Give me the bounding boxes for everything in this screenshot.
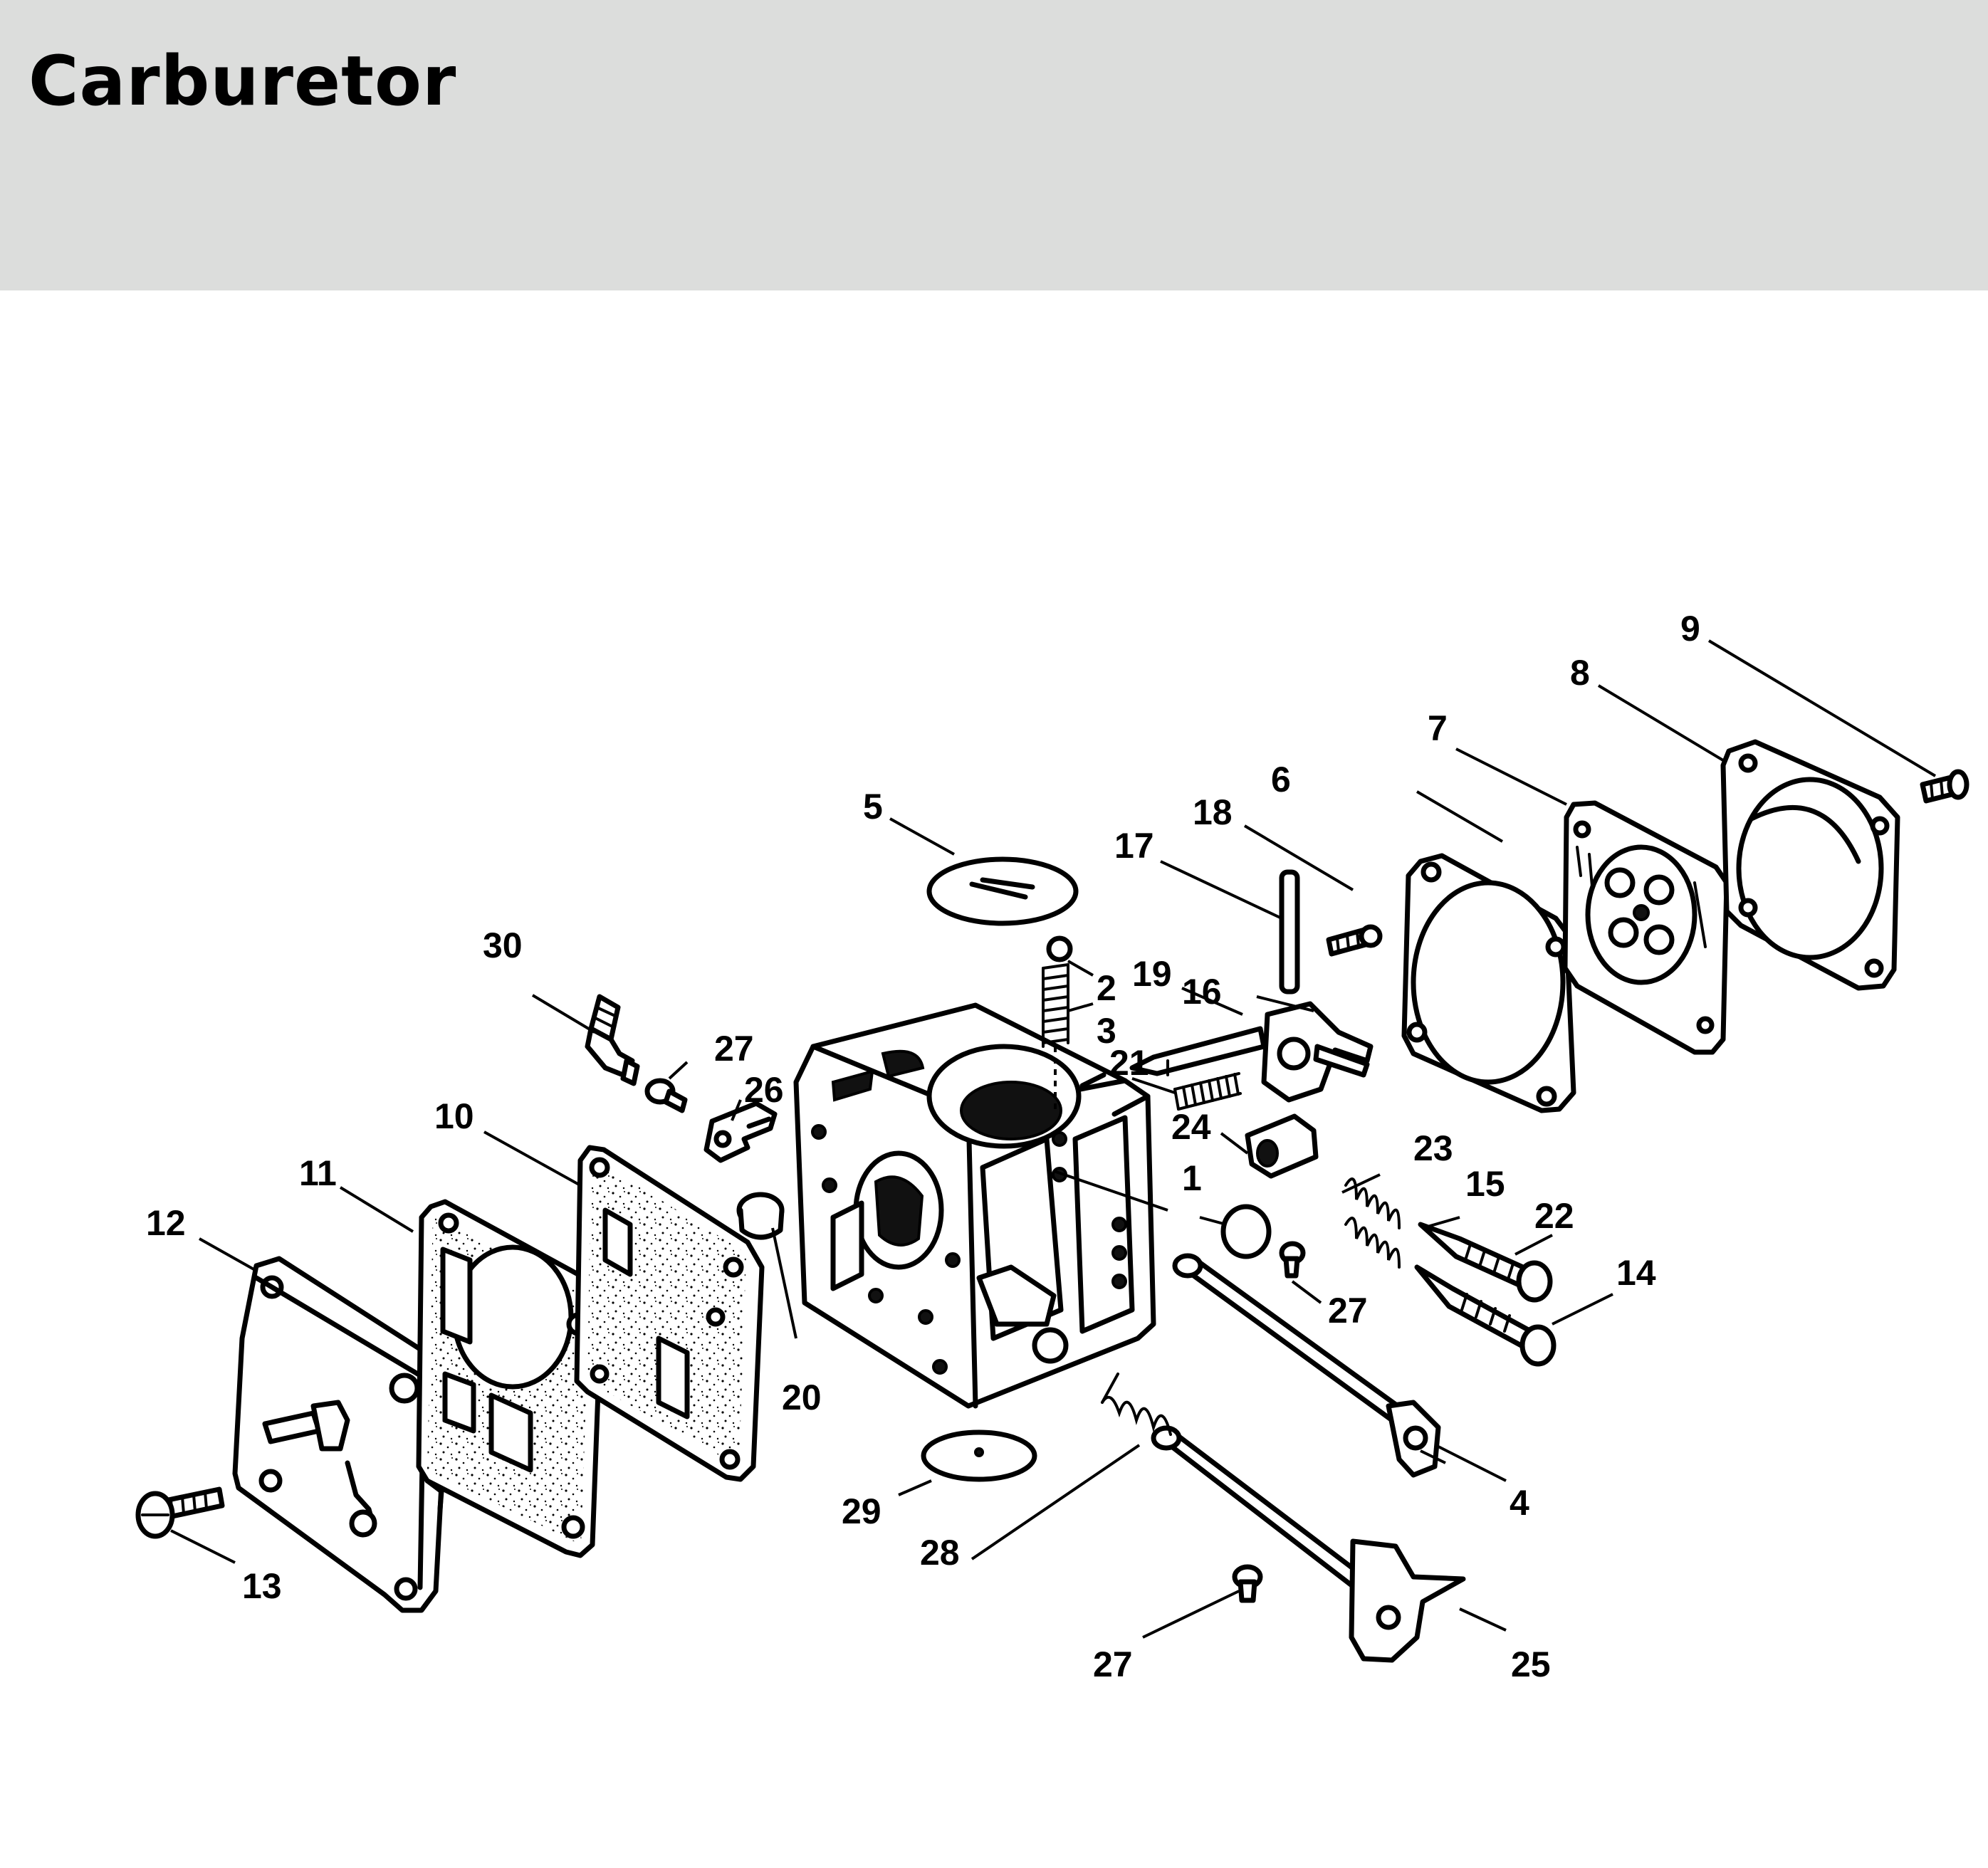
part-3-spring: [1042, 963, 1069, 1111]
callout-17: 17: [1114, 826, 1154, 866]
part-10-diaphragm: [574, 1145, 765, 1482]
part-13-screw: [135, 1486, 225, 1539]
callout-28: 28: [920, 1533, 960, 1573]
callout-5: 5: [863, 787, 883, 827]
part-20-plug: [736, 1192, 785, 1240]
callout-24: 24: [1171, 1107, 1211, 1147]
part-27-screw-lower: [1232, 1564, 1263, 1603]
callout-11: 11: [299, 1153, 337, 1193]
callout-25: 25: [1511, 1644, 1551, 1684]
page-title: Carburetor: [28, 41, 457, 121]
leader-lines: [170, 639, 1937, 1639]
part-7-pump-diaphragm: [1562, 800, 1730, 1055]
part-27-screw-upper: [644, 1078, 688, 1113]
callout-2: 2: [1097, 968, 1116, 1008]
part-19-inlet-needle: [1129, 1026, 1267, 1076]
callout-10: 10: [434, 1096, 474, 1136]
callout-26: 26: [744, 1070, 784, 1110]
callout-21: 21: [1109, 1043, 1149, 1083]
callout-labels: 1 2 3 4 5 6 7 8 9 10 11 12 13 14 15 16 1…: [146, 609, 1700, 1684]
callout-27-middle: 27: [1328, 1291, 1368, 1331]
part-21-spring: [1173, 1072, 1242, 1111]
callout-27-upper: 27: [714, 1029, 754, 1069]
part-27-screw-middle: [1279, 1241, 1306, 1279]
part-2-ball: [1046, 935, 1073, 962]
callout-29: 29: [842, 1491, 881, 1531]
part-16-lever: [1261, 1001, 1374, 1103]
part-9-screw: [1920, 769, 1969, 804]
part-6-gasket: [1401, 853, 1576, 1113]
page-header: Carburetor: [0, 0, 1988, 290]
callout-14: 14: [1616, 1253, 1656, 1293]
part-22-adjusting-screw: [1418, 1222, 1553, 1303]
part-14-adjusting-screw: [1414, 1264, 1557, 1367]
callout-16: 16: [1182, 972, 1222, 1012]
carburetor-body: [793, 1002, 1156, 1409]
callout-1: 1: [1182, 1158, 1202, 1198]
callout-13: 13: [242, 1566, 282, 1606]
callout-30: 30: [483, 925, 523, 965]
part-1-throttle-valve: [1220, 1204, 1272, 1259]
callout-4: 4: [1510, 1483, 1529, 1523]
callout-27-lower: 27: [1093, 1644, 1133, 1684]
part-26-clip: [703, 1101, 778, 1163]
callout-12: 12: [146, 1203, 186, 1243]
part-4-throttle-shaft: [1172, 1253, 1441, 1478]
part-23-spring: [1344, 1177, 1401, 1229]
part-30-fitting: [585, 994, 640, 1086]
callout-23: 23: [1413, 1128, 1453, 1168]
part-15-spring: [1344, 1217, 1401, 1269]
callout-9: 9: [1680, 609, 1700, 649]
part-18-screw: [1326, 924, 1383, 957]
part-25-choke-shaft: [1151, 1425, 1466, 1663]
callout-6: 6: [1271, 760, 1291, 799]
callout-8: 8: [1570, 653, 1590, 693]
part-28-spring: [1101, 1373, 1172, 1436]
part-24-nut: [1245, 1113, 1319, 1179]
callout-18: 18: [1193, 792, 1233, 832]
part-12-cover: [232, 1256, 450, 1613]
part-8-cover: [1720, 739, 1900, 991]
callout-15: 15: [1465, 1164, 1505, 1204]
part-11-gasket: [416, 1199, 605, 1558]
callout-19: 19: [1132, 954, 1172, 994]
callout-20: 20: [782, 1378, 822, 1417]
callout-3: 3: [1097, 1011, 1116, 1051]
callout-22: 22: [1534, 1196, 1574, 1236]
part-17-pin: [1279, 869, 1300, 995]
part-5-screen: [926, 856, 1079, 926]
callout-7: 7: [1428, 708, 1448, 748]
part-29-choke-valve: [921, 1429, 1037, 1482]
